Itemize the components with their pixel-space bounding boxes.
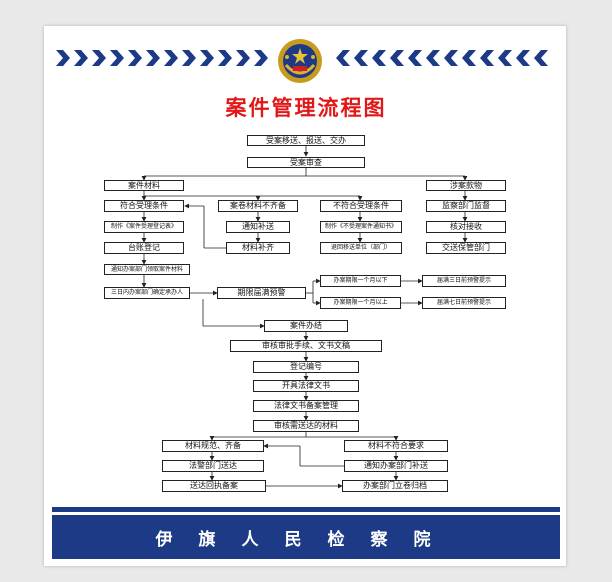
flow-node-notify-department: 通知办案部门领取案件材料 — [104, 264, 190, 275]
chevron-icon — [128, 50, 142, 66]
chevron-icon — [254, 50, 268, 66]
flow-node-ledger-register: 台账登记 — [104, 242, 184, 254]
flow-node-bailiff-delivery: 法警部门送达 — [162, 460, 264, 472]
flow-node-warn-three-days: 届满三日前预警提示 — [422, 275, 506, 287]
chevron-icon — [408, 50, 422, 66]
flow-node-materials-ok: 材料规范、齐备 — [162, 440, 264, 452]
flow-node-materials-not-ok: 材料不符合要求 — [344, 440, 448, 452]
flow-node-archive: 办案部门立卷归档 — [342, 480, 448, 492]
chevron-icon — [516, 50, 530, 66]
chevron-decoration-right — [336, 48, 550, 68]
chevron-icon — [444, 50, 458, 66]
flow-node-verify-receive: 核对接收 — [426, 221, 506, 233]
flow-node-incomplete-file: 案卷材料不齐备 — [218, 200, 298, 212]
flow-node-register-number: 登记编号 — [253, 361, 359, 373]
flow-node-assign-handler: 三日内办案部门确定承办人 — [104, 287, 190, 299]
chevron-icon — [426, 50, 440, 66]
flow-node-notify-supplement: 通知补送 — [226, 221, 290, 233]
chevron-icon — [92, 50, 106, 66]
flow-node-transfer-custody: 交送保管部门 — [426, 242, 506, 254]
chevron-icon — [236, 50, 250, 66]
chevron-icon — [164, 50, 178, 66]
flow-node-over-one-month: 办案期限一个月以上 — [320, 297, 401, 309]
flow-node-case-materials: 案件材料 — [104, 180, 184, 191]
procuratorate-emblem-icon — [276, 37, 324, 85]
chevron-icon — [462, 50, 476, 66]
chevron-icon — [390, 50, 404, 66]
flow-node-supervision: 监察部门监督 — [426, 200, 506, 212]
flow-node-under-one-month: 办案期限一个月以下 — [320, 275, 401, 287]
flow-node-materials-complete: 材料补齐 — [226, 242, 290, 254]
flow-node-case-closed: 案件办结 — [264, 320, 348, 332]
flow-node-meets-conditions: 符合受理条件 — [104, 200, 184, 212]
chevron-icon — [498, 50, 512, 66]
chevron-icon — [74, 50, 88, 66]
flow-node-deadline-warning: 期限届满预警 — [217, 287, 306, 299]
chevron-icon — [182, 50, 196, 66]
flow-node-document-filing: 法律文书备案管理 — [253, 400, 359, 412]
flow-node-warn-seven-days: 届满七日前预警提示 — [422, 297, 506, 309]
chevron-icon — [56, 50, 70, 66]
flow-node-review-delivery: 审核需送达的材料 — [253, 420, 359, 432]
chevron-icon — [354, 50, 368, 66]
chevron-icon — [534, 50, 548, 66]
chevron-decoration-left — [56, 48, 270, 68]
page-title: 案件管理流程图 — [225, 96, 387, 120]
chevron-icon — [146, 50, 160, 66]
flow-node-receipt-filing: 送达回执备案 — [162, 480, 266, 492]
chevron-icon — [218, 50, 232, 66]
chevron-icon — [110, 50, 124, 66]
flow-node-rejection-notice: 制作《不受理案件通知书》 — [320, 221, 402, 233]
chevron-icon — [480, 50, 494, 66]
flow-node-notify-resend: 通知办案部门补送 — [344, 460, 448, 472]
footer-banner: 伊旗人民检察院 — [52, 515, 560, 559]
flow-node-approval-review: 审核审批手续、文书文稿 — [230, 340, 382, 352]
chevron-icon — [336, 50, 350, 66]
flow-node-return-unit: 退回移送单位（部门） — [320, 242, 402, 254]
flow-node-case-property: 涉案款物 — [426, 180, 506, 191]
flow-node-registration-form: 制作《案件受理登记表》 — [104, 221, 184, 233]
chevron-icon — [372, 50, 386, 66]
flow-node-issue-document: 开具法律文书 — [253, 380, 359, 392]
chevron-icon — [200, 50, 214, 66]
flow-node-fails-conditions: 不符合受理条件 — [320, 200, 402, 212]
footer-stripe — [52, 507, 560, 512]
flow-node-case-review: 受案审查 — [247, 157, 365, 168]
flow-node-case-intake: 受案移送、报送、交办 — [247, 135, 365, 146]
